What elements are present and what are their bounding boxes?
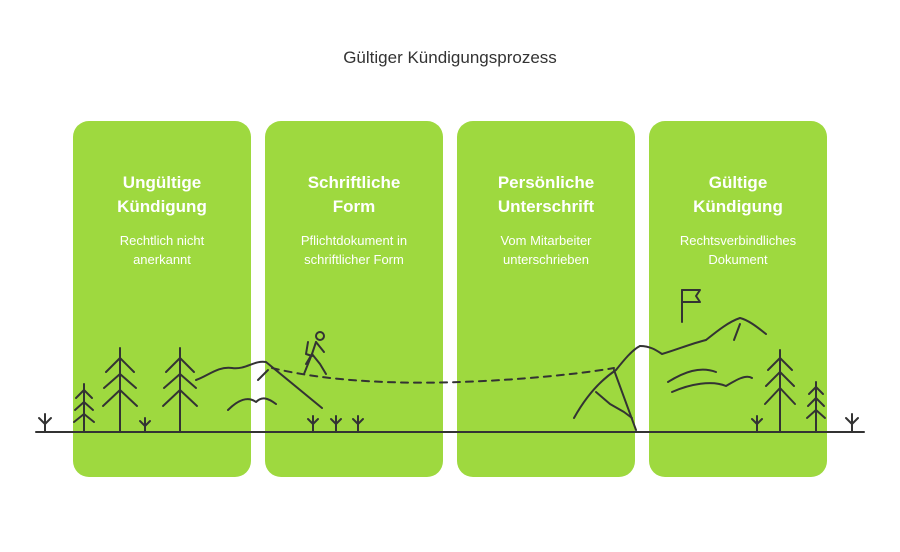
stage-description: Rechtsverbindliches Dokument [679, 233, 797, 267]
mountain-icon [573, 317, 767, 431]
tree-icon [102, 347, 138, 433]
stage-description: Pflichtdokument in schriftlicher Form [300, 233, 408, 267]
grass-icon [38, 413, 859, 433]
mountain-icon [195, 360, 323, 411]
tree-icon [162, 347, 198, 433]
tree-icon [806, 381, 826, 433]
stage-card-1: Ungültige Kündigung Rechtlich nicht aner… [73, 121, 251, 477]
tree-icon [73, 383, 95, 433]
stage-card-2: Schriftliche Form Pflichtdokument in sch… [265, 121, 443, 477]
stage-title: Persönliche Unterschrift [497, 173, 595, 216]
stage-title: Ungültige Kündigung [117, 173, 207, 216]
trail-path [271, 367, 615, 384]
hiker-icon [303, 331, 327, 375]
tree-icon [764, 349, 796, 433]
stage-title: Schriftliche Form [307, 173, 401, 216]
stage-title: Gültige Kündigung [693, 173, 783, 216]
stage-description: Rechtlich nicht anerkannt [119, 233, 205, 267]
stage-card-4: Gültige Kündigung Rechtsverbindliches Do… [649, 121, 827, 477]
diagram-title: Gültiger Kündigungsprozess [343, 48, 557, 67]
stage-card-3: Persönliche Unterschrift Vom Mitarbeiter… [457, 121, 635, 477]
flag-icon [681, 289, 701, 323]
stage-description: Vom Mitarbeiter unterschrieben [500, 233, 592, 267]
